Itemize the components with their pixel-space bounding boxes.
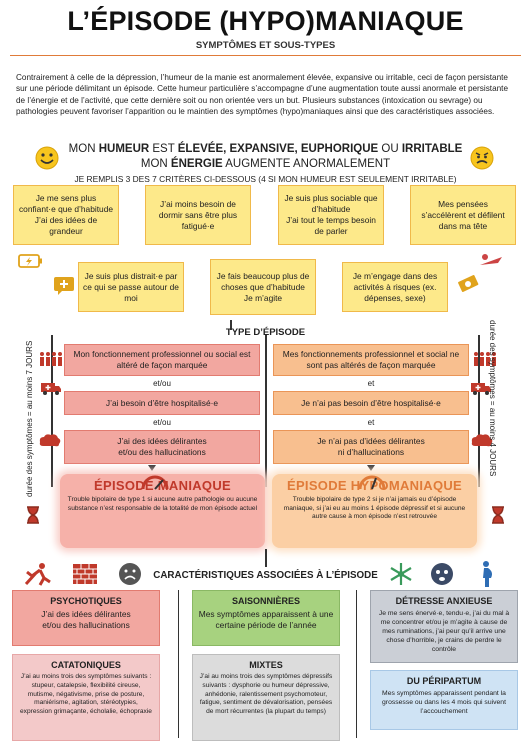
superhero-icon — [24, 562, 52, 586]
wall-icon — [73, 564, 97, 584]
intro-paragraph: Contrairement à celle de la dépression, … — [16, 73, 509, 117]
mood-text: EST — [149, 143, 178, 155]
card-text: J’ai au moins trois des symptômes dépres… — [199, 673, 333, 716]
snowflake-icon — [389, 562, 413, 586]
page-title: L’ÉPISODE (HYPO)MANIAQUE — [67, 6, 464, 36]
mood-keyword: ÉLEVÉE, EXPANSIVE, EUPHORIQUE — [177, 143, 379, 155]
arrow-down-icon — [148, 465, 156, 471]
connector — [178, 590, 179, 738]
duration-left-label: durée des symptômes = au moins 7 JOURS — [25, 340, 34, 497]
criterion-box: Je fais beaucoup plus de choses que d’ha… — [210, 259, 316, 315]
divider — [10, 55, 521, 56]
mood-keyword: HUMEUR — [98, 143, 150, 155]
happy-face-icon — [35, 146, 59, 170]
mood-text: MON — [140, 158, 171, 170]
card-title: MIXTES — [249, 660, 283, 670]
card-title: PSYCHOTIQUES — [50, 596, 122, 606]
mood-keyword: ÉNERGIE — [170, 158, 223, 170]
feature-card-anxious-distress: DÉTRESSE ANXIEUSE Je me sens énervé·e, t… — [370, 590, 518, 663]
ambulance-icon — [40, 380, 62, 396]
and-or-label: et/ou — [153, 418, 171, 427]
sad-face-icon — [118, 562, 142, 586]
hourglass-icon — [26, 506, 40, 524]
episode-maniac-title: ÉPISODE MANIAQUE — [94, 478, 231, 493]
connector — [356, 590, 357, 738]
connector — [265, 335, 267, 487]
people-icon — [38, 351, 64, 367]
maniac-criterion-box: J’ai besoin d’être hospitalisé·e — [64, 391, 260, 415]
card-title: CATATONIQUES — [51, 660, 121, 670]
page-subtitle: SYMPTÔMES ET SOUS-TYPES — [195, 40, 336, 51]
mood-line-2: MON ÉNERGIE AUGMENTE ANORMALEMENT — [60, 157, 471, 172]
criterion-box: Je m’engage dans des activités à risques… — [342, 262, 448, 312]
card-text: Je me sens énervé·e, tendu·e, j’ai du ma… — [378, 610, 510, 653]
type-label: TYPE D’ÉPISODE — [225, 327, 306, 338]
battery-icon — [18, 252, 44, 270]
connector — [478, 335, 480, 487]
mood-text: MON — [68, 143, 99, 155]
and-or-label: et/ou — [153, 379, 171, 388]
criterion-box: Mes pensées s’accélèrent et défilent dan… — [410, 185, 516, 245]
feature-card-psychotic: PSYCHOTIQUES J’ai des idées délirantes e… — [12, 590, 160, 646]
hypomaniac-criterion-box: Je n’ai pas d’idées délirantes ni d’hall… — [273, 430, 469, 464]
money-icon — [456, 273, 482, 297]
people-icon — [472, 351, 498, 367]
feature-card-mixed: MIXTES J’ai au moins trois des symptômes… — [192, 654, 340, 741]
episode-hypomaniac-text: Trouble bipolaire de type 2 si je n’ai j… — [283, 496, 466, 521]
card-text: Mes symptômes apparaissent pendant la gr… — [382, 690, 506, 715]
brain-cloud-icon — [38, 432, 62, 450]
episode-hypomaniac-card: ÉPISODE HYPOMANIAQUE Trouble bipolaire d… — [272, 474, 477, 548]
gauge-icon — [140, 472, 170, 492]
criterion-box: Je suis plus sociable que d’habitude J’a… — [278, 185, 384, 245]
episode-maniac-text: Trouble bipolaire de type 1 si aucune au… — [67, 496, 258, 512]
card-title: SAISONNIÈRES — [231, 596, 300, 606]
connector — [51, 335, 53, 487]
card-title: DU PÉRIPARTUM — [406, 676, 482, 686]
card-title: DÉTRESSE ANXIEUSE — [395, 596, 493, 606]
brain-cloud-icon — [470, 432, 494, 450]
plus-speech-icon — [53, 276, 75, 296]
criterion-box: Je suis plus distrait·e par ce qui se pa… — [78, 262, 184, 312]
episode-hypomaniac-title: ÉPISODE HYPOMANIAQUE — [286, 478, 463, 493]
criteria-instruction: JE REMPLIS 3 DES 7 CRITÈRES CI-DESSOUS (… — [74, 174, 457, 184]
feature-card-catatonic: CATATONIQUES J’ai au moins trois des sym… — [12, 654, 160, 741]
angry-face-icon — [470, 146, 494, 170]
hypomaniac-criterion-box: Je n’ai pas besoin d’être hospitalisé·e — [273, 391, 469, 415]
maniac-criterion-box: J’ai des idées délirantes et/ou des hall… — [64, 430, 260, 464]
connector — [230, 320, 232, 330]
feature-card-seasonal: SAISONNIÈRES Mes symptômes apparaissent … — [192, 590, 340, 646]
mood-keyword: IRRITABLE — [401, 143, 463, 155]
connector — [265, 549, 267, 567]
criterion-box: J’ai moins besoin de dormir sans être pl… — [145, 185, 251, 245]
feature-card-peripartum: DU PÉRIPARTUM Mes symptômes apparaissent… — [370, 670, 518, 730]
maniac-criterion-box: Mon fonctionnement professionnel ou soci… — [64, 344, 260, 376]
card-text: J’ai des idées délirantes et/ou des hall… — [41, 609, 131, 630]
plane-icon — [478, 251, 504, 271]
ambulance-icon — [470, 380, 492, 396]
hypomaniac-criterion-box: Mes fonctionnements professionnel et soc… — [273, 344, 469, 376]
pregnant-icon — [477, 560, 497, 588]
gauge-icon — [357, 472, 387, 492]
card-text: Mes symptômes apparaissent à une certain… — [198, 609, 334, 630]
mood-text: OU — [378, 143, 402, 155]
episode-maniac-card: ÉPISODE MANIAQUE Trouble bipolaire de ty… — [60, 474, 265, 548]
duration-right-label: durée des symptômes = au moins 4 JOURS — [488, 320, 497, 477]
and-label: et — [367, 418, 375, 427]
and-label: et — [367, 379, 375, 388]
arrow-down-icon — [367, 465, 375, 471]
mood-text: AUGMENTE ANORMALEMENT — [222, 158, 391, 170]
features-label: CARACTÉRISTIQUES ASSOCIÉES À L’ÉPISODE — [153, 570, 378, 581]
hourglass-icon — [491, 506, 505, 524]
criterion-box: Je me sens plus confiant·e que d’habitud… — [13, 185, 119, 245]
worried-face-icon — [430, 562, 454, 586]
card-text: J’ai au moins trois des symptômes suivan… — [20, 673, 152, 716]
mood-line-1: MON HUMEUR EST ÉLEVÉE, EXPANSIVE, EUPHOR… — [60, 142, 471, 157]
